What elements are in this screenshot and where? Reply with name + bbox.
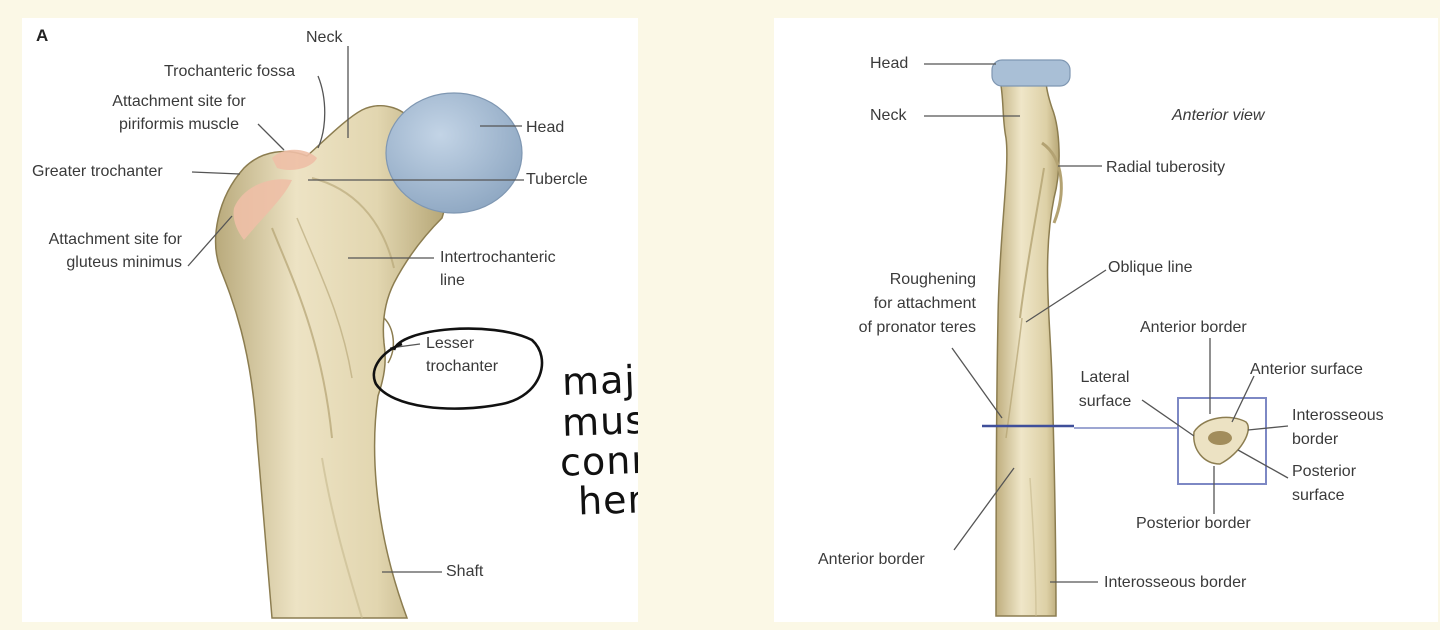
label-shaft: Shaft [446,563,484,580]
piriformis-attachment [272,149,317,170]
label-posterior-border: Posterior border [1136,515,1251,532]
label-attach-piriformis-1: Attachment site for [112,93,246,110]
label-head: Head [870,55,909,72]
label-attach-gluteus-1: Attachment site for [48,231,182,248]
femur-illustration [187,46,544,619]
label-roughening-1: Roughening [889,271,976,288]
label-greater-trochanter: Greater trochanter [32,163,163,180]
label-posterior-surface-2: surface [1292,487,1345,504]
label-neck: Neck [870,107,907,124]
label-trochanteric-fossa: Trochanteric fossa [164,63,296,80]
panel-letter: A [36,26,49,45]
handwritten-note-line-1: major [561,356,638,404]
label-lateral-surface-1: Lateral [1080,369,1130,386]
handwritten-note-line-2: muscles [561,395,638,445]
radius-bone [995,79,1060,617]
handwritten-note-line-3: connect [559,435,638,485]
femoral-head [385,92,523,214]
label-lesser-trochanter-2: trochanter [426,358,499,375]
label-oblique-line: Oblique line [1108,259,1193,276]
label-intertrochanteric-1: Intertrochanteric [440,249,556,266]
view-title: Anterior view [1172,107,1265,124]
label-posterior-surface-1: Posterior [1292,463,1357,480]
handdrawn-circle [372,327,544,410]
label-interosseous-border-bottom: Interosseous border [1104,574,1247,591]
label-tubercle: Tubercle [526,171,588,188]
label-attach-piriformis-2: piriformis muscle [118,116,239,133]
radial-head [991,59,1071,87]
label-lesser-trochanter-1: Lesser [426,335,475,352]
label-interosseous-border-1: Interosseous [1292,407,1384,424]
label-radial-tuberosity: Radial tuberosity [1106,159,1226,176]
radius-panel: Head Neck Anterior view Radial tuberosit… [774,18,1438,622]
radius-illustration [924,59,1289,617]
gluteus-minimus-attachment [233,179,292,240]
label-roughening-3: of pronator teres [858,319,976,336]
label-head: Head [526,119,565,136]
label-anterior-border-top: Anterior border [1140,319,1247,336]
label-anterior-border-bottom: Anterior border [818,551,925,568]
label-attach-gluteus-2: gluteus minimus [66,254,182,271]
label-anterior-surface: Anterior surface [1250,361,1363,378]
label-lateral-surface-2: surface [1078,393,1132,410]
handwritten-note-line-4: here [577,476,638,524]
cross-section-box [1177,397,1267,485]
label-intertrochanteric-2: line [440,272,465,289]
label-neck: Neck [306,29,343,46]
femur-panel: A Neck Trochanteric fossa Attachment sit… [22,18,638,622]
label-roughening-2: for attachment [873,295,976,312]
label-interosseous-border-2: border [1292,431,1339,448]
